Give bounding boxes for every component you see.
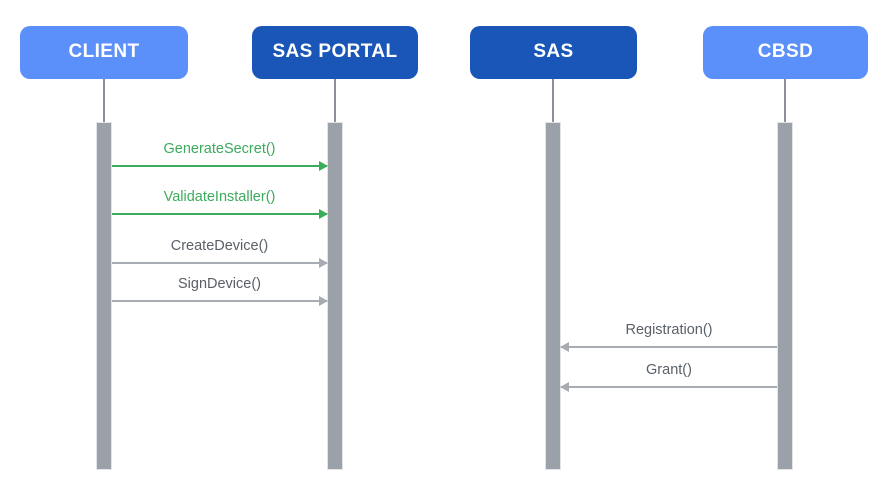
arrowhead-icon: [319, 161, 328, 171]
message-line: [112, 213, 327, 215]
participant-box-sas-portal[interactable]: SAS PORTAL: [252, 26, 418, 79]
message-label: SignDevice(): [178, 276, 261, 293]
message-label: ValidateInstaller(): [163, 189, 276, 206]
lifeline-stem-sas: [552, 79, 554, 122]
participant-label: SAS PORTAL: [272, 41, 398, 63]
arrowhead-icon: [319, 258, 328, 268]
message-line: [112, 300, 327, 302]
arrowhead-icon: [319, 209, 328, 219]
message-label: GenerateSecret(): [163, 141, 276, 158]
participant-box-cbsd[interactable]: CBSD: [703, 26, 868, 79]
arrowhead-icon: [560, 382, 569, 392]
participant-label: CBSD: [757, 41, 814, 63]
participant-box-client[interactable]: CLIENT: [20, 26, 188, 79]
participant-box-sas[interactable]: SAS: [470, 26, 637, 79]
activation-bar-sas-portal: [327, 122, 343, 470]
activation-bar-client: [96, 122, 112, 470]
participant-label: CLIENT: [68, 41, 140, 63]
lifeline-stem-client: [103, 79, 105, 122]
message-label: CreateDevice(): [170, 238, 269, 255]
message-line: [561, 386, 777, 388]
message-line: [112, 165, 327, 167]
arrowhead-icon: [319, 296, 328, 306]
message-label: Grant(): [646, 362, 692, 379]
arrowhead-icon: [560, 342, 569, 352]
lifeline-stem-sas-portal: [334, 79, 336, 122]
lifeline-stem-cbsd: [784, 79, 786, 122]
activation-bar-cbsd: [777, 122, 793, 470]
participant-label: SAS: [533, 41, 574, 63]
message-line: [112, 262, 327, 264]
message-line: [561, 346, 777, 348]
activation-bar-sas: [545, 122, 561, 470]
message-label: Registration(): [625, 322, 713, 339]
